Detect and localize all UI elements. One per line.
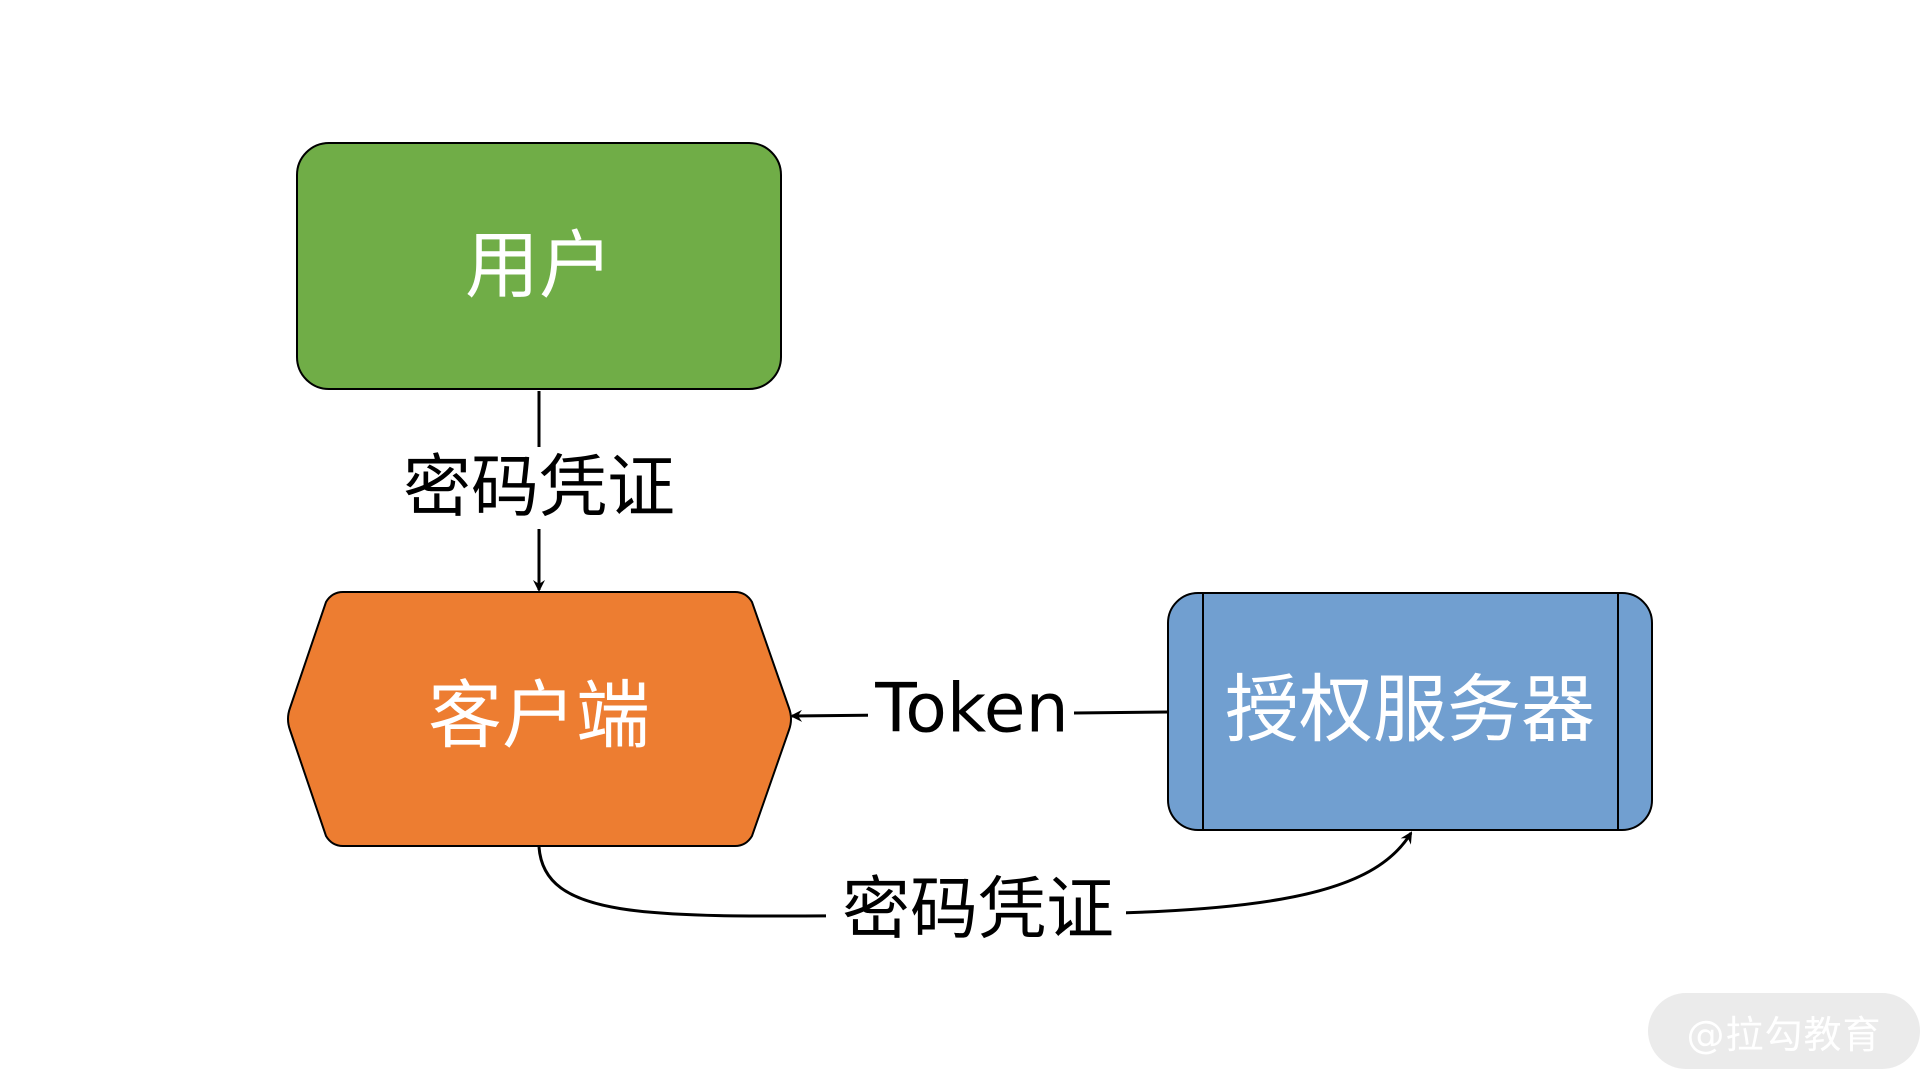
edge-user-to-client: 密码凭证: [380, 391, 700, 592]
node-client-shape: [287, 591, 792, 847]
edge-client-to-server-label: 密码凭证: [842, 871, 1114, 950]
node-auth-server: 授权服务器: [1167, 592, 1653, 831]
edge-server-to-client-label-bg: [868, 670, 1074, 752]
node-user: 用户: [296, 142, 782, 390]
watermark-badge: @拉勾教育: [1648, 993, 1920, 1069]
node-user-label: 用户: [465, 223, 613, 309]
node-client: 客户端: [287, 591, 792, 847]
edge-server-to-client: Token: [790, 670, 1169, 752]
edge-user-to-client-label-bg: [380, 447, 700, 529]
node-client-label: 客户端: [428, 673, 650, 759]
node-auth-server-label: 授权服务器: [1225, 667, 1595, 753]
edge-server-to-client-label: Token: [874, 670, 1068, 749]
node-user-shape: [296, 142, 782, 390]
edge-client-to-server-label-bg: [826, 870, 1126, 952]
edge-user-to-client-label: 密码凭证: [403, 449, 675, 528]
node-auth-server-shape: [1167, 592, 1653, 831]
edge-client-to-server: 密码凭证: [537, 831, 1413, 952]
